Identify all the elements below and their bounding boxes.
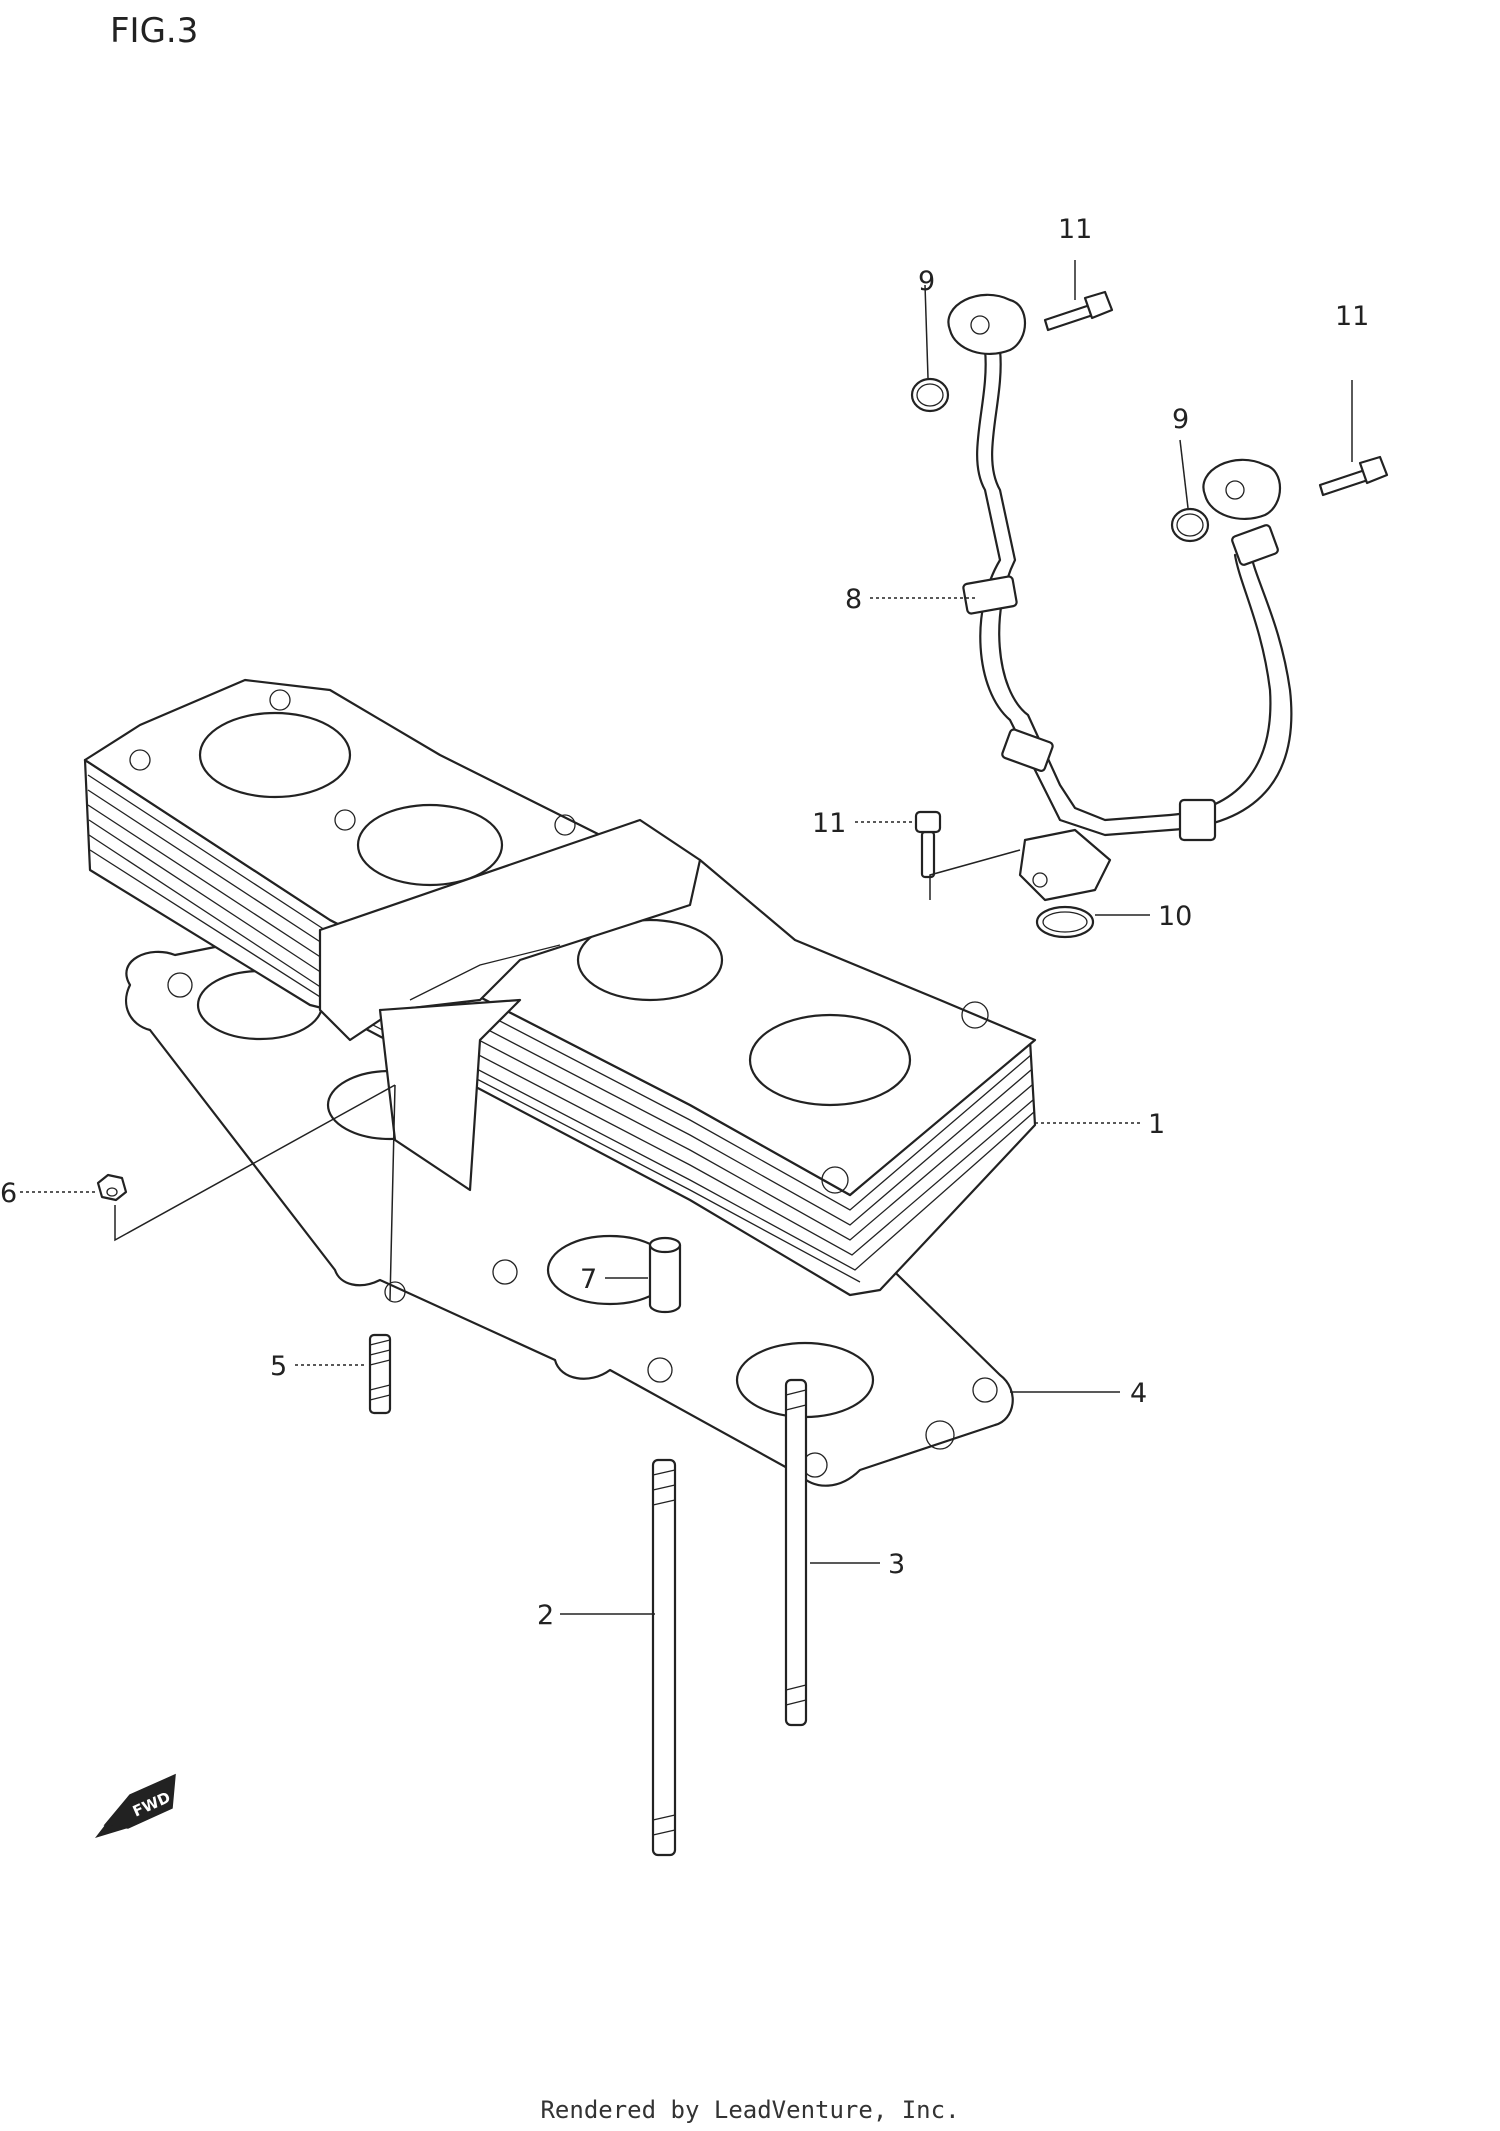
callout-11c: 11 <box>812 808 846 839</box>
bolt-upper-right <box>1318 455 1389 497</box>
leader-lines <box>20 260 1353 1615</box>
o-ring-lower <box>1035 905 1095 939</box>
callout-3: 3 <box>888 1549 905 1580</box>
o-ring-upper-right <box>1170 507 1210 543</box>
callout-9a: 9 <box>918 266 935 297</box>
cylinder-block <box>83 678 1037 1297</box>
o-ring-upper-left <box>910 377 950 413</box>
medium-stud <box>784 1378 808 1727</box>
cylinder-nut <box>96 1173 128 1202</box>
callout-10: 10 <box>1158 901 1192 932</box>
callout-9b: 9 <box>1172 404 1189 435</box>
callout-8: 8 <box>845 584 862 615</box>
callout-11b: 11 <box>1335 301 1369 332</box>
fwd-arrow-icon: FWD <box>95 1773 176 1838</box>
callout-4: 4 <box>1130 1378 1147 1409</box>
oil-hose-assembly <box>947 293 1293 902</box>
figure-title: FIG.3 <box>110 11 198 51</box>
bolt-lower <box>914 810 942 879</box>
callout-7: 7 <box>580 1264 597 1295</box>
callout-11a: 11 <box>1058 214 1092 245</box>
bolt-upper-left <box>1043 290 1114 332</box>
dowel-pin <box>648 1236 682 1314</box>
callout-6: 6 <box>0 1178 17 1209</box>
long-stud <box>651 1458 677 1857</box>
callout-5: 5 <box>270 1351 287 1382</box>
callout-2: 2 <box>537 1600 554 1631</box>
short-stud <box>368 1333 392 1415</box>
footer-credit: Rendered by LeadVenture, Inc. <box>540 2096 959 2124</box>
callout-1: 1 <box>1148 1109 1165 1140</box>
